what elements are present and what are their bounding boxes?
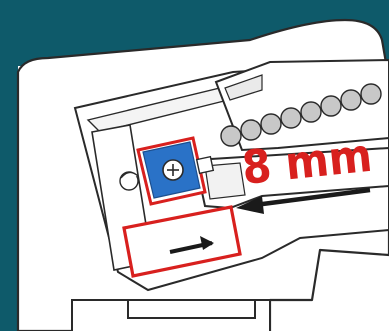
- frame-left-bar: [0, 0, 18, 331]
- bead: [361, 84, 381, 104]
- bead: [281, 108, 301, 128]
- bead: [301, 102, 321, 122]
- bead: [241, 120, 261, 140]
- bead: [221, 126, 241, 146]
- spring-knob: [120, 172, 138, 190]
- bead: [261, 114, 281, 134]
- bead: [341, 90, 361, 110]
- bead: [321, 96, 341, 116]
